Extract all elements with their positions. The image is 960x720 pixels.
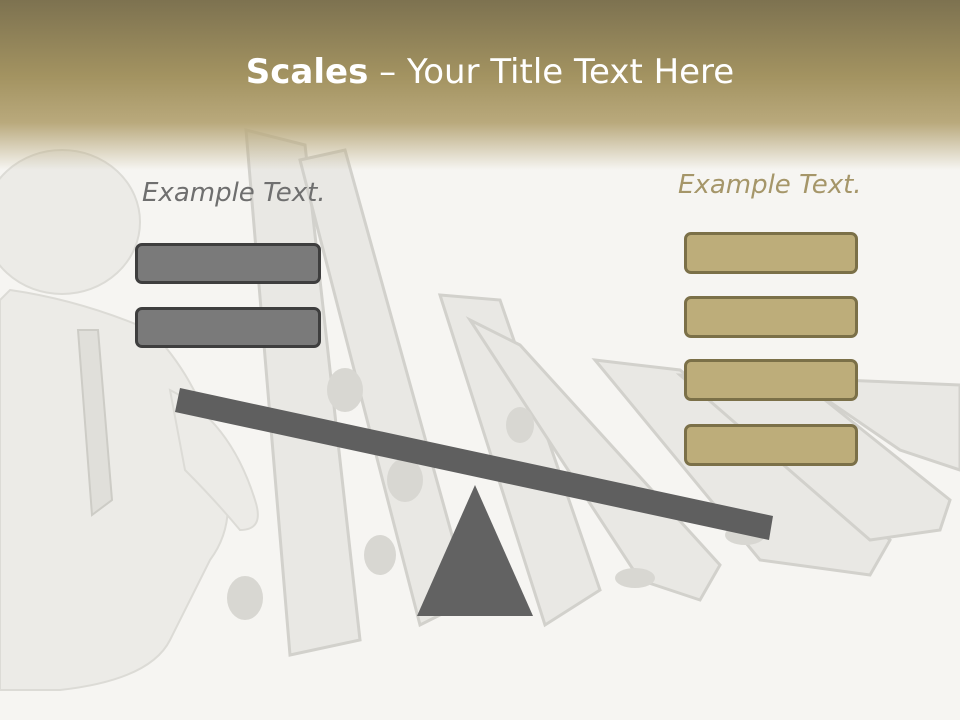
domino-tile	[437, 293, 602, 628]
figure-arm	[168, 388, 259, 532]
right-example-text: Example Text.	[678, 170, 862, 200]
right-text-box[interactable]	[684, 232, 858, 274]
title-bold: Scales	[245, 52, 369, 92]
right-text-box[interactable]	[684, 359, 858, 401]
domino-tile	[789, 376, 960, 472]
right-text-box[interactable]	[684, 424, 858, 466]
domino-tile	[465, 316, 722, 602]
left-example-text: Example Text.	[142, 178, 326, 208]
right-text-box[interactable]	[684, 296, 858, 338]
slide-title: Scales – Your Title Text Here	[0, 52, 960, 92]
left-text-box[interactable]	[135, 307, 321, 348]
title-bar	[0, 0, 960, 170]
left-text-box[interactable]	[135, 243, 321, 284]
seesaw-beam	[175, 388, 773, 540]
seesaw-fulcrum	[417, 485, 533, 616]
title-text: – Your Title Text Here	[368, 52, 735, 92]
figure-tie	[76, 329, 114, 517]
